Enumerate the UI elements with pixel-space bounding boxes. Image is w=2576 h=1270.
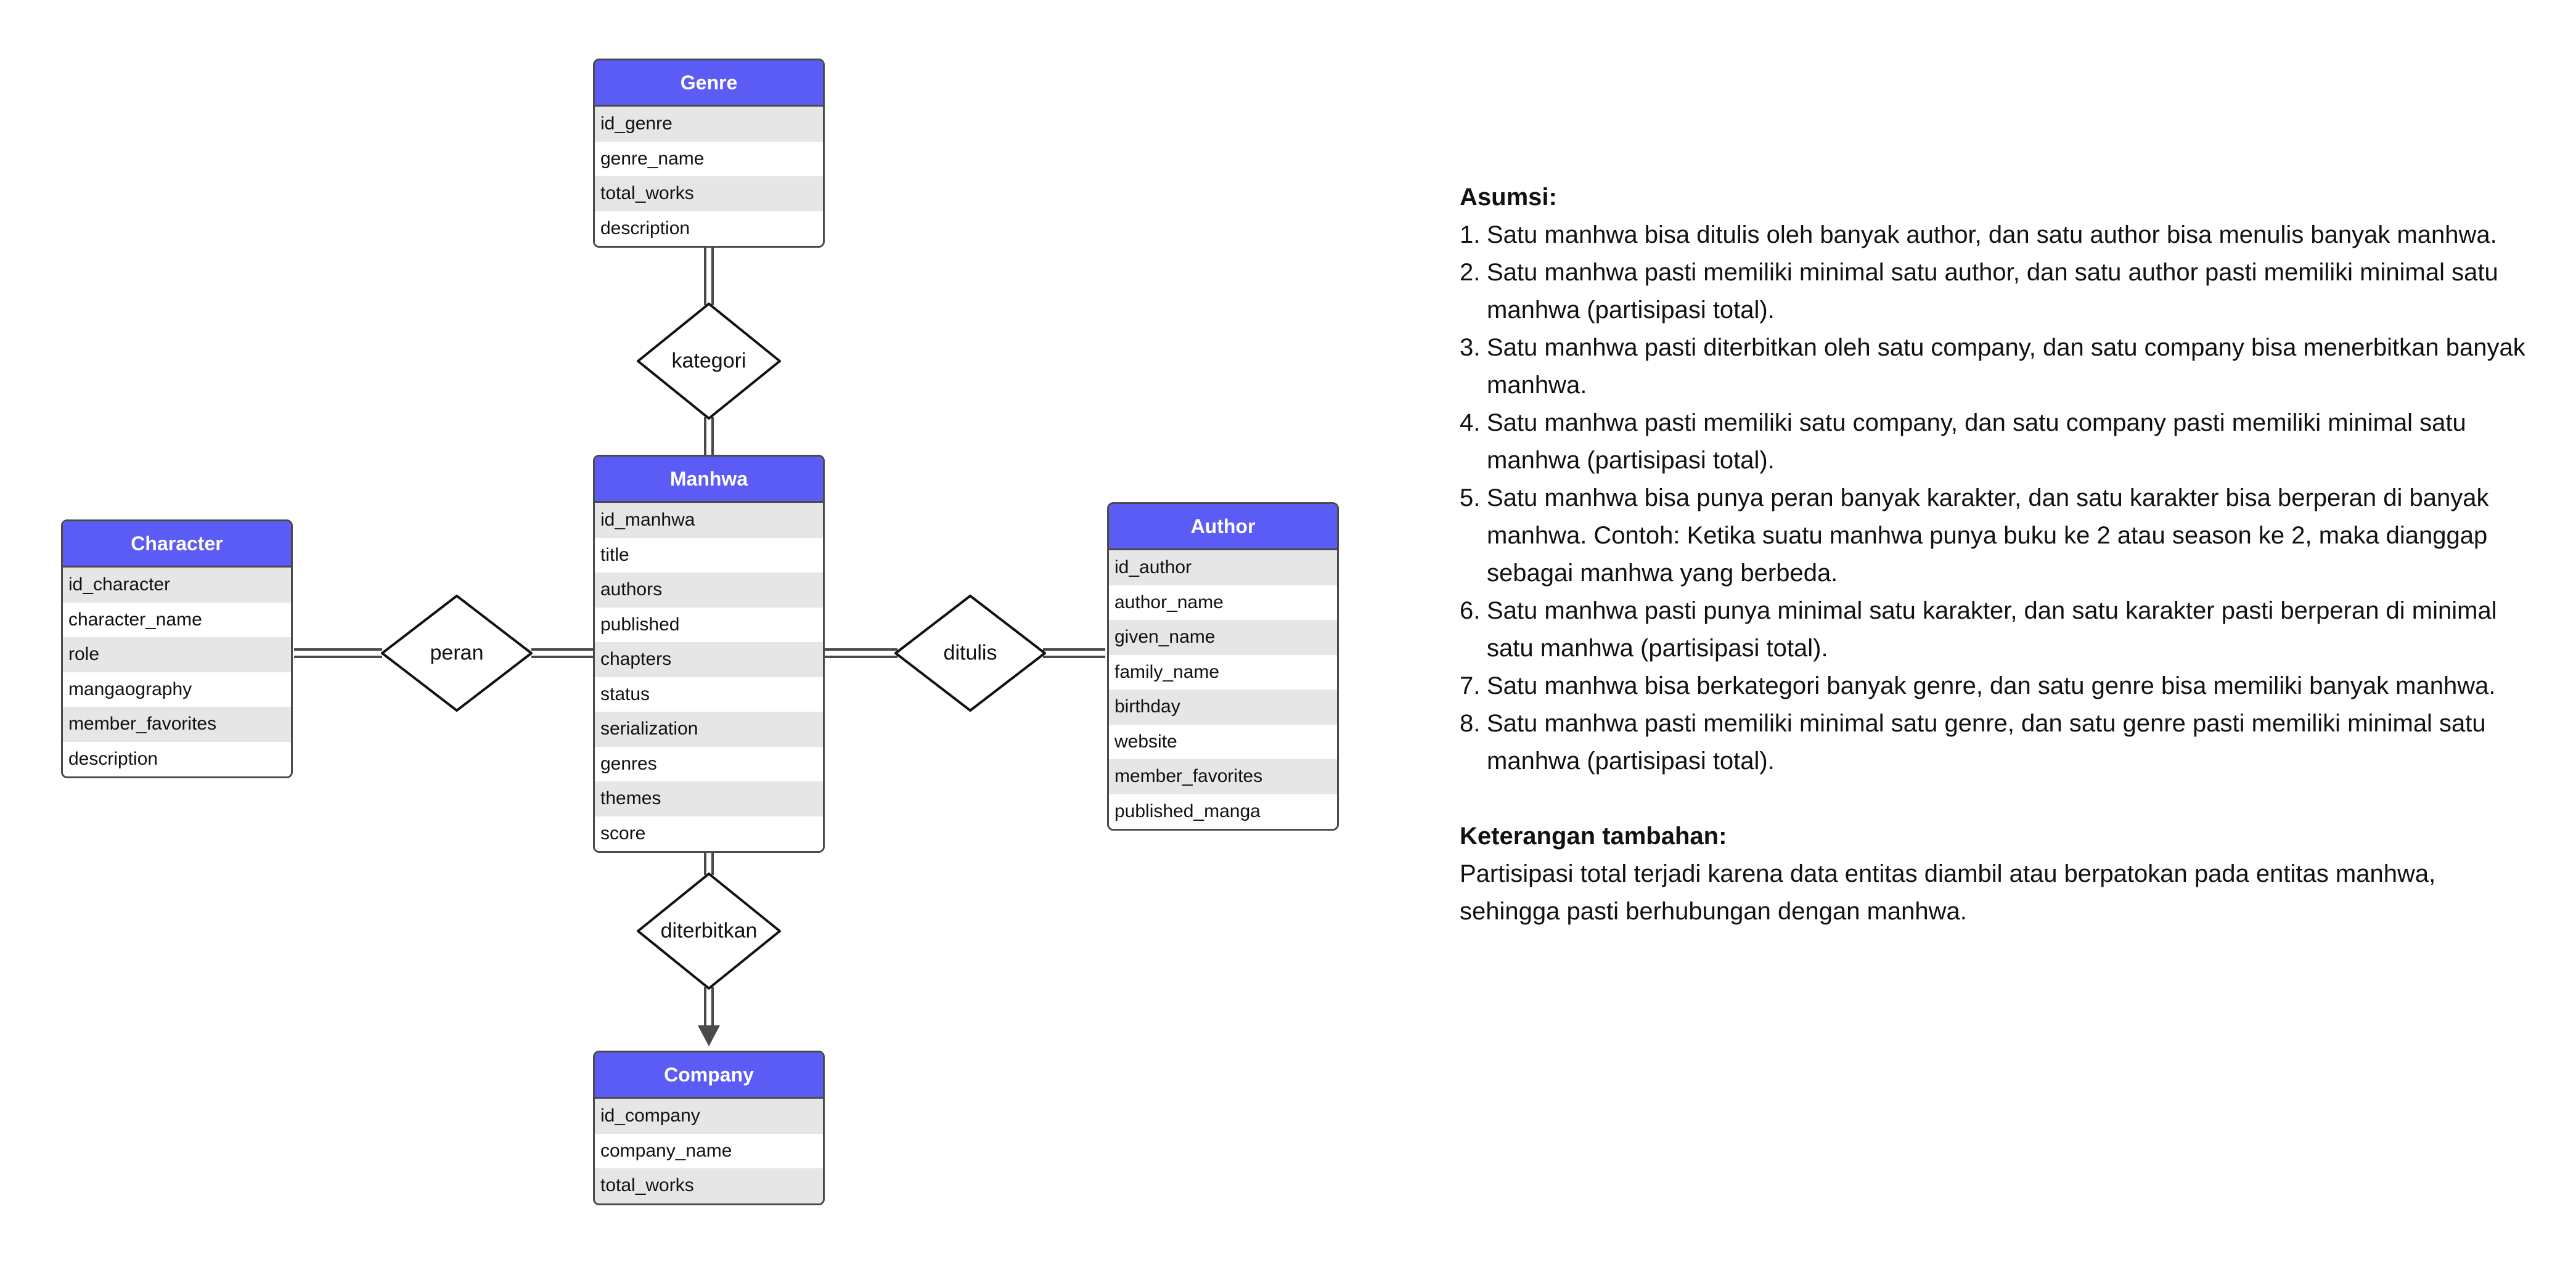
assumption-item: 1. Satu manhwa bisa ditulis oleh banyak …: [1460, 216, 2532, 254]
attribute-birthday: birthday: [1109, 690, 1337, 725]
attribute-id-genre: id_genre: [595, 107, 823, 142]
attribute-score: score: [595, 816, 823, 851]
notes-spacer: [1460, 780, 2532, 818]
extra-notes-heading: Keterangan tambahan:: [1460, 823, 1727, 850]
attribute-company-name: company_name: [595, 1133, 823, 1168]
attribute-genre-name: genre_name: [595, 141, 823, 176]
entity-title: Author: [1109, 504, 1337, 550]
assumption-item: 8. Satu manhwa pasti memiliki minimal sa…: [1460, 705, 2532, 780]
attribute-family-name: family_name: [1109, 654, 1337, 690]
entity-title: Company: [595, 1052, 823, 1099]
attribute-total-works: total_works: [595, 1168, 823, 1203]
assumption-number: 8.: [1460, 710, 1481, 737]
attribute-published: published: [595, 607, 823, 642]
attribute-id-company: id_company: [595, 1099, 823, 1134]
attribute-member-favorites: member_favorites: [1109, 759, 1337, 794]
attribute-published-manga: published_manga: [1109, 794, 1337, 829]
extra-notes-text: Partisipasi total terjadi karena data en…: [1460, 860, 2436, 925]
assumption-number: 3.: [1460, 334, 1481, 361]
attribute-title: title: [595, 537, 823, 572]
entity-title: Manhwa: [595, 457, 823, 503]
assumption-item: 7. Satu manhwa bisa berkategori banyak g…: [1460, 667, 2532, 705]
notes-panel: Asumsi: 1. Satu manhwa bisa ditulis oleh…: [1460, 179, 2532, 930]
attribute-themes: themes: [595, 781, 823, 816]
attribute-status: status: [595, 677, 823, 712]
attribute-author-name: author_name: [1109, 585, 1337, 620]
attribute-member-favorites: member_favorites: [63, 707, 291, 742]
attribute-website: website: [1109, 724, 1337, 759]
relationship-diamond-diterbitkan: [637, 873, 781, 990]
assumption-text: Satu manhwa bisa ditulis oleh banyak aut…: [1487, 221, 2497, 248]
assumption-text: Satu manhwa pasti punya minimal satu kar…: [1487, 597, 2497, 662]
attribute-authors: authors: [595, 572, 823, 608]
entity-genre: Genre id_genre genre_name total_works de…: [593, 59, 825, 248]
arrowhead-to-company: [698, 1025, 720, 1046]
relationship-label-diterbitkan: diterbitkan: [660, 919, 758, 943]
entity-title: Character: [63, 521, 291, 568]
assumption-item: 3. Satu manhwa pasti diterbitkan oleh sa…: [1460, 329, 2532, 404]
assumption-item: 4. Satu manhwa pasti memiliki satu compa…: [1460, 404, 2532, 479]
attribute-id-manhwa: id_manhwa: [595, 503, 823, 538]
entity-company: Company id_company company_name total_wo…: [593, 1051, 825, 1205]
assumption-text: Satu manhwa pasti memiliki satu company,…: [1487, 409, 2466, 474]
assumption-text: Satu manhwa pasti memiliki minimal satu …: [1487, 710, 2486, 775]
attribute-description: description: [63, 741, 291, 776]
entity-title: Genre: [595, 60, 823, 107]
attribute-description: description: [595, 211, 823, 246]
assumption-text: Satu manhwa pasti memiliki minimal satu …: [1487, 259, 2498, 324]
relationship-diamond-ditulis: [894, 595, 1046, 712]
assumption-text: Satu manhwa pasti diterbitkan oleh satu …: [1487, 334, 2525, 399]
attribute-id-character: id_character: [63, 568, 291, 603]
relationship-label-kategori: kategori: [671, 349, 746, 373]
assumption-number: 4.: [1460, 409, 1481, 436]
assumptions-list: 1. Satu manhwa bisa ditulis oleh banyak …: [1460, 216, 2532, 780]
attribute-genres: genres: [595, 746, 823, 781]
attribute-role: role: [63, 637, 291, 672]
relationship-label-ditulis: ditulis: [943, 641, 997, 665]
attribute-id-author: id_author: [1109, 550, 1337, 585]
assumption-text: Satu manhwa bisa berkategori banyak genr…: [1487, 672, 2496, 699]
attribute-given-name: given_name: [1109, 620, 1337, 655]
assumption-item: 2. Satu manhwa pasti memiliki minimal sa…: [1460, 254, 2532, 329]
assumption-item: 5. Satu manhwa bisa punya peran banyak k…: [1460, 479, 2532, 592]
assumption-number: 1.: [1460, 221, 1481, 248]
assumptions-heading: Asumsi:: [1460, 184, 1557, 211]
assumption-number: 2.: [1460, 259, 1481, 286]
assumption-number: 7.: [1460, 672, 1481, 699]
attribute-mangaography: mangaography: [63, 672, 291, 707]
relationship-label-peran: peran: [430, 641, 484, 665]
entity-character: Character id_character character_name ro…: [61, 519, 293, 778]
entity-manhwa: Manhwa id_manhwa title authors published…: [593, 455, 825, 853]
assumption-item: 6. Satu manhwa pasti punya minimal satu …: [1460, 592, 2532, 667]
relationship-diamond-peran: [381, 595, 533, 712]
assumption-text: Satu manhwa bisa punya peran banyak kara…: [1487, 484, 2489, 587]
assumption-number: 5.: [1460, 484, 1481, 511]
attribute-character-name: character_name: [63, 602, 291, 637]
attribute-chapters: chapters: [595, 642, 823, 677]
attribute-serialization: serialization: [595, 712, 823, 747]
entity-author: Author id_author author_name given_name …: [1107, 502, 1339, 831]
assumption-number: 6.: [1460, 597, 1481, 624]
attribute-total-works: total_works: [595, 176, 823, 211]
relationship-diamond-kategori: [637, 303, 781, 420]
